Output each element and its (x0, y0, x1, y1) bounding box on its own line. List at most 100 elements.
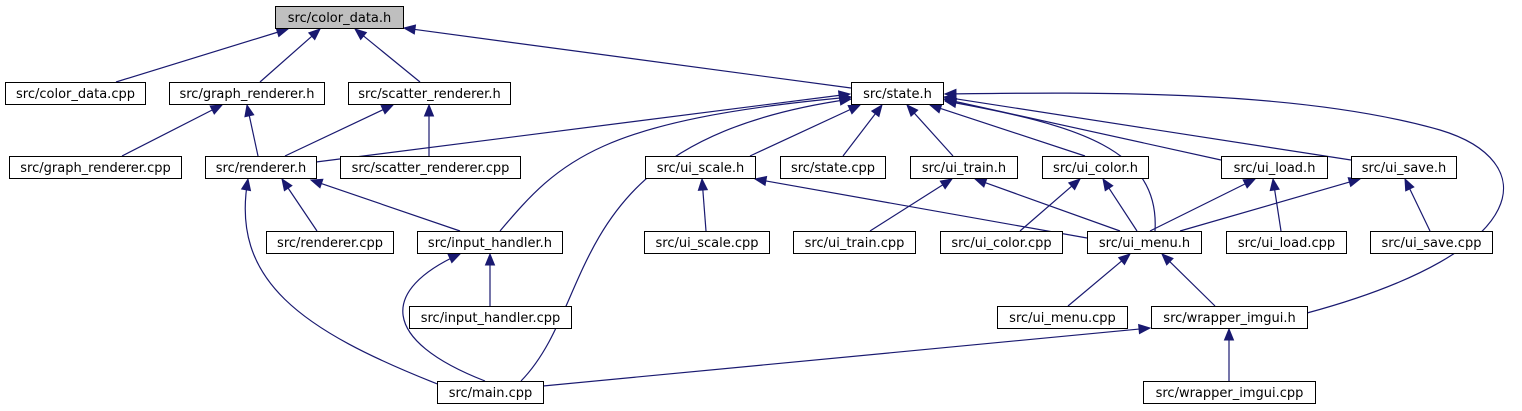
edge-arrowhead (1161, 253, 1174, 266)
node-label: src/ui_train.cpp (805, 236, 905, 251)
edge-wrapper_imgui_h-to-ui_menu_h (1161, 253, 1216, 307)
edge-ui_load_h-to-state_h (942, 96, 1222, 161)
node-box[interactable] (1087, 231, 1202, 254)
node-box[interactable] (9, 156, 182, 179)
node-box[interactable] (1221, 156, 1328, 179)
node-ui-menu-h[interactable]: src/ui_menu.h (1087, 231, 1202, 254)
edge-line (1409, 188, 1431, 232)
node-box[interactable] (417, 231, 563, 254)
node-box[interactable] (5, 82, 146, 105)
node-label: src/input_handler.cpp (421, 311, 561, 326)
edge-line (520, 98, 852, 382)
edge-ui_color_cpp-to-ui_color_h (1019, 178, 1081, 232)
node-label: src/scatter_renderer.cpp (352, 161, 510, 176)
node-scatter-renderer-h[interactable]: src/scatter_renderer.h (348, 82, 511, 105)
edge-line (121, 109, 213, 157)
node-label: src/color_data.h (288, 11, 392, 26)
edge-ui_color_h-to-state_h (928, 103, 1086, 157)
edge-arrowhead (447, 253, 462, 264)
edge-arrowhead (281, 177, 293, 192)
edge-line (913, 112, 954, 157)
node-box[interactable] (645, 156, 756, 179)
edge-renderer_h-to-scatter_renderer_h (284, 104, 395, 157)
node-box[interactable] (409, 306, 572, 329)
node-input-handler-cpp[interactable]: src/input_handler.cpp (409, 306, 572, 329)
edge-renderer_h-to-graph_renderer_h (244, 103, 259, 157)
node-graph-renderer-h[interactable]: src/graph_renderer.h (169, 82, 325, 105)
node-box[interactable] (910, 156, 1018, 179)
node-label: src/ui_save.cpp (1382, 236, 1482, 251)
edge-ui_scale_cpp-to-ui_scale_h (697, 177, 709, 232)
node-box[interactable] (780, 156, 886, 179)
node-ui-menu-cpp[interactable]: src/ui_menu.cpp (997, 306, 1128, 329)
node-box[interactable] (644, 231, 770, 254)
node-ui-load-h[interactable]: src/ui_load.h (1221, 156, 1328, 179)
edge-arrowhead (484, 252, 496, 266)
node-ui-train-cpp[interactable]: src/ui_train.cpp (793, 231, 916, 254)
node-ui-save-h[interactable]: src/ui_save.h (1351, 156, 1457, 179)
edge-arrowhead (244, 103, 255, 118)
node-box[interactable] (1351, 156, 1457, 179)
edge-ui_menu_h-to-ui_train_h (973, 177, 1121, 232)
node-label: src/state.h (863, 87, 932, 102)
node-box[interactable] (997, 306, 1128, 329)
node-box[interactable] (1370, 231, 1493, 254)
node-box[interactable] (1151, 306, 1308, 329)
node-box[interactable] (340, 156, 521, 179)
node-renderer-cpp[interactable]: src/renderer.cpp (266, 231, 394, 254)
edge-line (287, 187, 318, 232)
edge-line (1067, 260, 1122, 307)
node-graph-renderer-cpp[interactable]: src/graph_renderer.cpp (9, 156, 182, 179)
node-main-cpp[interactable]: src/main.cpp (437, 381, 544, 404)
node-box[interactable] (266, 231, 394, 254)
node-box[interactable] (275, 6, 404, 29)
edge-arrowhead (939, 178, 954, 190)
node-ui-scale-h[interactable]: src/ui_scale.h (645, 156, 756, 179)
node-ui-scale-cpp[interactable]: src/ui_scale.cpp (644, 231, 770, 254)
edge-arrowhead (1102, 177, 1114, 192)
edge-main_cpp-to-state_h (520, 95, 853, 382)
edge-arrowhead (353, 28, 368, 41)
node-label: src/graph_renderer.cpp (20, 161, 170, 176)
node-wrapper-imgui-cpp[interactable]: src/wrapper_imgui.cpp (1143, 381, 1316, 404)
node-box[interactable] (437, 381, 544, 404)
node-box[interactable] (1143, 381, 1316, 404)
node-box[interactable] (348, 82, 511, 105)
edge-ui_scale_h-to-state_h (749, 104, 862, 157)
node-ui-load-cpp[interactable]: src/ui_load.cpp (1226, 231, 1347, 254)
node-wrapper-imgui-h[interactable]: src/wrapper_imgui.h (1151, 306, 1308, 329)
edge-arrowhead (1117, 253, 1132, 266)
node-label: src/input_handler.h (428, 236, 552, 251)
node-box[interactable] (1042, 156, 1149, 179)
edge-line (869, 184, 944, 232)
node-ui-save-cpp[interactable]: src/ui_save.cpp (1370, 231, 1493, 254)
node-state-h[interactable]: src/state.h (851, 82, 944, 105)
node-color-data-h[interactable]: src/color_data.h (275, 6, 404, 29)
edge-ui_menu_h-to-ui_scale_h (753, 175, 1088, 239)
node-ui-color-cpp[interactable]: src/ui_color.cpp (940, 231, 1063, 254)
node-label: src/ui_menu.cpp (1009, 311, 1116, 326)
node-box[interactable] (1226, 231, 1347, 254)
edge-arrowhead (1067, 178, 1081, 191)
edge-arrowhead (753, 175, 768, 187)
node-input-handler-h[interactable]: src/input_handler.h (417, 231, 563, 254)
node-scatter-renderer-cpp[interactable]: src/scatter_renderer.cpp (340, 156, 521, 179)
edge-color_data_cpp-to-color_data_h (115, 27, 290, 83)
node-ui-train-h[interactable]: src/ui_train.h (910, 156, 1018, 179)
node-box[interactable] (169, 82, 325, 105)
node-renderer-h[interactable]: src/renderer.h (205, 156, 317, 179)
node-label: src/ui_load.h (1234, 161, 1316, 176)
node-box[interactable] (793, 231, 916, 254)
node-color-data-cpp[interactable]: src/color_data.cpp (5, 82, 146, 105)
node-state-cpp[interactable]: src/state.cpp (780, 156, 886, 179)
node-box[interactable] (940, 231, 1063, 254)
node-box[interactable] (851, 82, 944, 105)
edge-line (284, 109, 384, 157)
node-label: src/ui_scale.h (657, 161, 745, 176)
edge-line (940, 107, 1086, 157)
node-ui-color-h[interactable]: src/ui_color.h (1042, 156, 1149, 179)
node-box[interactable] (205, 156, 317, 179)
node-label: src/ui_color.h (1053, 161, 1138, 176)
edge-line (1179, 181, 1350, 232)
edge-arrowhead (973, 177, 988, 188)
